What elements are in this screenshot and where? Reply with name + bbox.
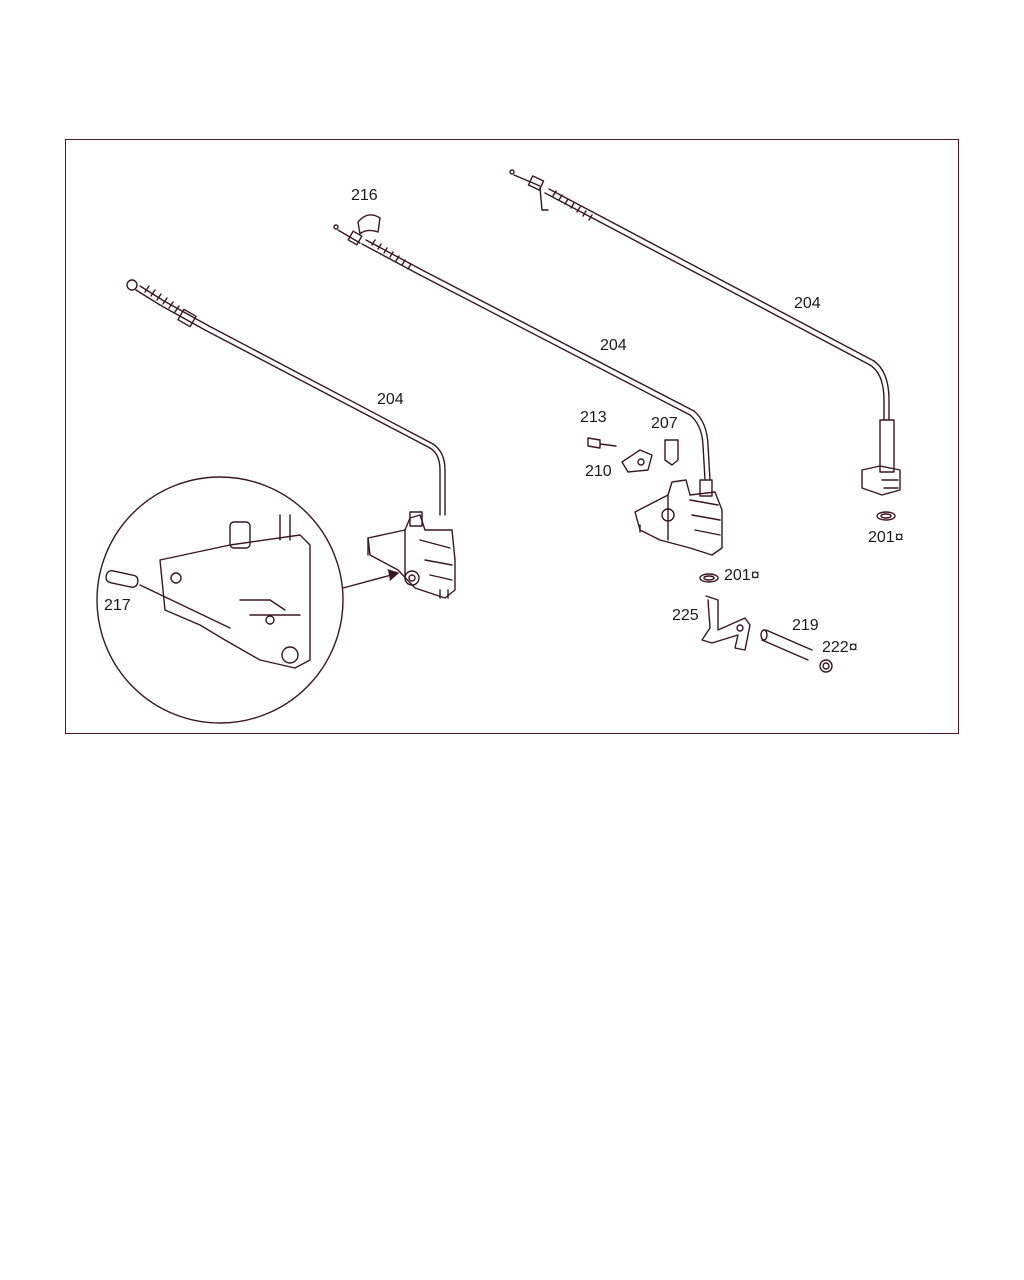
label-201-right: 201¤: [868, 529, 904, 546]
label-204-middle: 204: [600, 337, 627, 354]
label-225: 225: [672, 607, 699, 624]
label-204-right: 204: [794, 295, 821, 312]
label-204-left: 204: [377, 391, 404, 408]
cable-left: [126, 279, 456, 599]
label-213: 213: [580, 409, 607, 426]
label-201-middle: 201¤: [724, 567, 760, 584]
label-217: 217: [104, 597, 131, 614]
label-210: 210: [585, 463, 612, 480]
diagram-frame: [65, 139, 959, 734]
label-219: 219: [792, 617, 819, 634]
label-222: 222¤: [822, 639, 858, 656]
cable-middle: [333, 214, 833, 673]
inset-detail: [96, 476, 399, 724]
label-216: 216: [351, 187, 378, 204]
cable-right: [509, 169, 901, 521]
label-207: 207: [651, 415, 678, 432]
